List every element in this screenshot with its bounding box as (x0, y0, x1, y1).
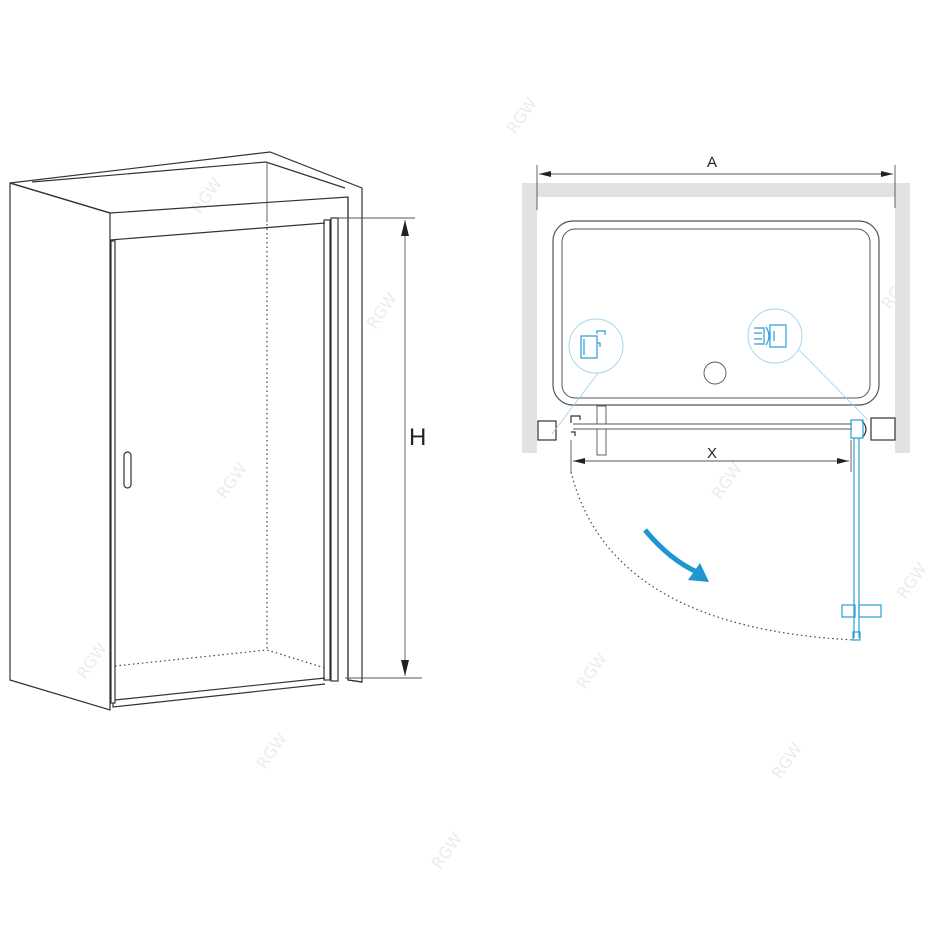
watermark: RGW (363, 289, 401, 332)
right-wall-plan (895, 183, 910, 453)
hinge-blue (850, 419, 864, 439)
handle-inner (596, 428, 607, 456)
watermark: RGW (428, 829, 466, 872)
left-wall (9, 182, 111, 711)
left-wall-plan (522, 183, 537, 453)
watermark: RGW (188, 174, 226, 217)
walls-top (9, 151, 363, 683)
arrow-right-icon (837, 458, 849, 464)
wall-top-inner-edge (31, 161, 346, 189)
detail-callout-right (747, 308, 803, 364)
opening-label: X (707, 445, 717, 462)
arrow-head-icon (688, 563, 709, 582)
right-wall (347, 197, 363, 683)
arrow-right-icon (881, 171, 893, 177)
door-bottom-inner (114, 677, 326, 701)
watermarks: RGW RGW RGW RGW RGW RGW RGW RGW RGW RGW … (73, 94, 931, 872)
watermark: RGW (708, 459, 746, 502)
open-door-end (852, 631, 861, 641)
door-top-edge (109, 222, 326, 241)
handle-outer (596, 405, 607, 425)
door-handle (123, 451, 132, 489)
watermark: RGW (73, 639, 111, 682)
plan-view: A X (522, 154, 910, 641)
hinge-profile (323, 219, 331, 681)
drain-icon (703, 361, 727, 385)
watermark: RGW (503, 94, 541, 137)
callout-leader (551, 372, 599, 435)
watermark: RGW (893, 559, 931, 602)
arrow-left-icon (539, 171, 551, 177)
right-wall-profile (870, 417, 896, 441)
hinge-detail-icon (754, 324, 787, 348)
width-label: A (707, 154, 717, 171)
back-wall (537, 183, 895, 197)
arrow-up-icon (401, 220, 409, 236)
magnetic-seal (570, 415, 581, 436)
door-bottom-edge (112, 683, 326, 708)
open-door-handle (841, 604, 856, 618)
watermark: RGW (213, 459, 251, 502)
door-left-profile (110, 240, 116, 704)
shower-tray-outer (552, 220, 880, 406)
wall-profile-detail-icon (580, 330, 606, 359)
watermark: RGW (768, 739, 806, 782)
swing-direction-arrow (643, 528, 699, 575)
wall-profile (330, 217, 339, 682)
watermark: RGW (253, 729, 291, 772)
perspective-view: H (9, 151, 426, 711)
floor-hidden-lines (114, 649, 326, 669)
arrow-down-icon (401, 660, 409, 676)
detail-callout-left (568, 318, 624, 374)
height-label: H (409, 424, 426, 451)
arrow-left-icon (573, 458, 585, 464)
callout-leader (798, 349, 869, 421)
left-wall-profile (537, 420, 557, 441)
open-door-handle (858, 604, 882, 618)
shower-tray-inner (561, 228, 871, 399)
door-swing-arc (570, 471, 856, 641)
watermark: RGW (573, 649, 611, 692)
